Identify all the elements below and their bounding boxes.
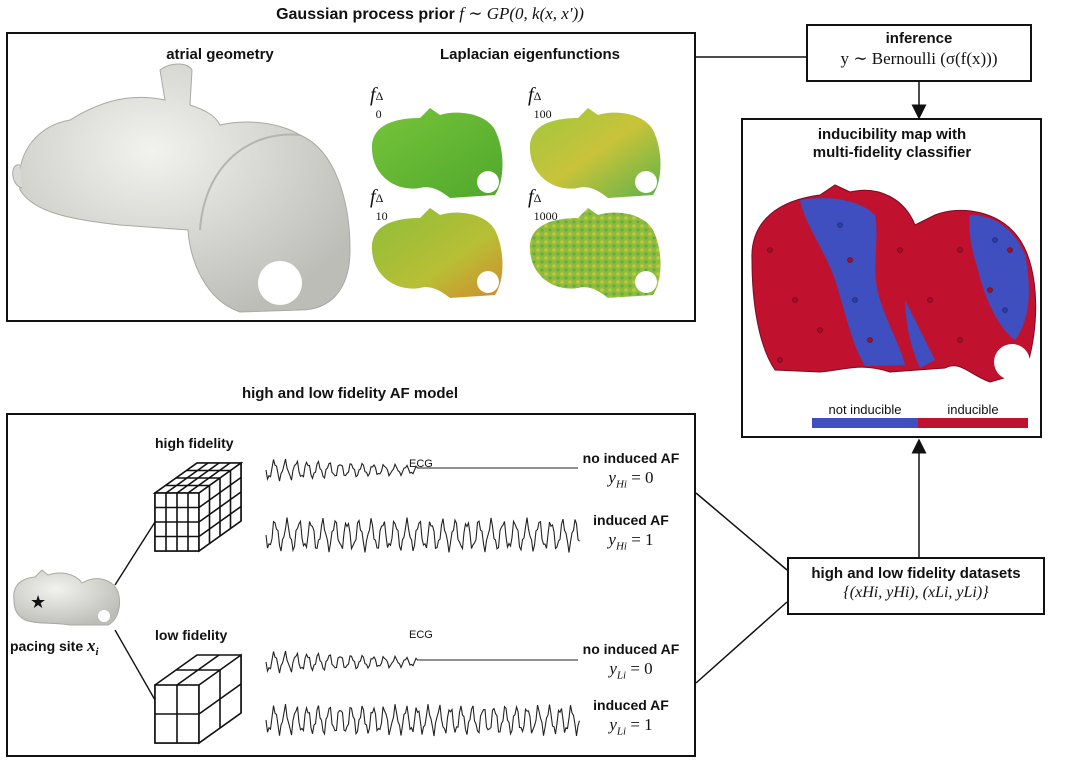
- legend-inducible-label: inducible: [947, 402, 999, 417]
- connector-pacing-to-low: [114, 629, 156, 701]
- outcome-li-no-eq: yLi = 0: [609, 659, 653, 682]
- inference-title: inference: [885, 30, 953, 47]
- outcome-hi-no-eq: yHi = 0: [608, 468, 654, 491]
- prior-label: Gaussian process prior: [276, 6, 455, 23]
- datasets-box: high and low fidelity datasets {(xHi, yH…: [787, 557, 1045, 615]
- ecg-trace-low-af: [265, 704, 581, 737]
- low-fidelity-mesh-cube: [154, 653, 242, 745]
- inducibility-map-heart: [751, 184, 1037, 383]
- eigenfunctions-title: Laplacian eigenfunctions: [439, 46, 621, 63]
- legend-bar-not-inducible: [812, 418, 918, 428]
- low-fidelity-label: low fidelity: [155, 627, 228, 643]
- outcome-hi-no-label: no induced AF: [582, 450, 680, 466]
- prior-header: Gaussian process prior f ∼ GP(0, k(x, x′…: [190, 4, 670, 24]
- ecg-label-high: ECG: [409, 458, 433, 470]
- ecg-trace-high-no-af: [265, 458, 578, 482]
- outcome-li-yes-label: induced AF: [593, 697, 669, 713]
- outcome-li-yes-eq: yLi = 1: [609, 715, 653, 738]
- connector-hi-to-datasets: [695, 492, 788, 571]
- legend-bar-inducible: [918, 418, 1028, 428]
- datasets-formula: {(xHi, yHi), (xLi, yLi)}: [843, 584, 989, 601]
- ecg-label-low: ECG: [409, 629, 433, 641]
- inference-formula: y ∼ Bernoulli (σ(f(x))): [840, 49, 998, 68]
- eigen-thumb-f1000: [529, 208, 661, 298]
- eigen-thumb-f100: [529, 108, 661, 198]
- model-section-title: high and low fidelity AF model: [241, 385, 459, 402]
- map-title-line2: multi-fidelity classifier: [812, 144, 972, 161]
- connector-pacing-to-high: [114, 521, 156, 586]
- connector-li-to-datasets: [695, 601, 788, 684]
- legend-not-inducible-label: not inducible: [828, 402, 902, 417]
- high-fidelity-label: high fidelity: [155, 435, 234, 451]
- datasets-title: high and low fidelity datasets: [811, 565, 1021, 582]
- inference-box: inference y ∼ Bernoulli (σ(f(x))): [806, 24, 1032, 82]
- outcome-li-no-label: no induced AF: [582, 641, 680, 657]
- pacing-site-heart: [13, 569, 121, 626]
- atrial-geometry-title: atrial geometry: [166, 46, 274, 63]
- map-title-line1: inducibility map with: [817, 126, 967, 143]
- pacing-site-label: pacing site xi: [10, 636, 99, 658]
- model-box: [6, 413, 696, 757]
- eigen-thumb-f10: [371, 208, 503, 298]
- prior-formula: f ∼ GP(0, k(x, x′)): [459, 4, 584, 23]
- high-fidelity-mesh-cube: [152, 461, 244, 553]
- ecg-trace-high-af: [265, 517, 580, 553]
- pacing-site-star-icon: ★: [30, 592, 46, 613]
- atrial-geometry-mesh: [12, 63, 351, 313]
- eigen-thumb-f0: [371, 108, 503, 198]
- ecg-trace-low-no-af: [265, 650, 578, 674]
- outcome-hi-yes-label: induced AF: [593, 512, 669, 528]
- map-title: inducibility map with multi-fidelity cla…: [744, 126, 1040, 162]
- outcome-hi-yes-eq: yHi = 1: [608, 530, 654, 553]
